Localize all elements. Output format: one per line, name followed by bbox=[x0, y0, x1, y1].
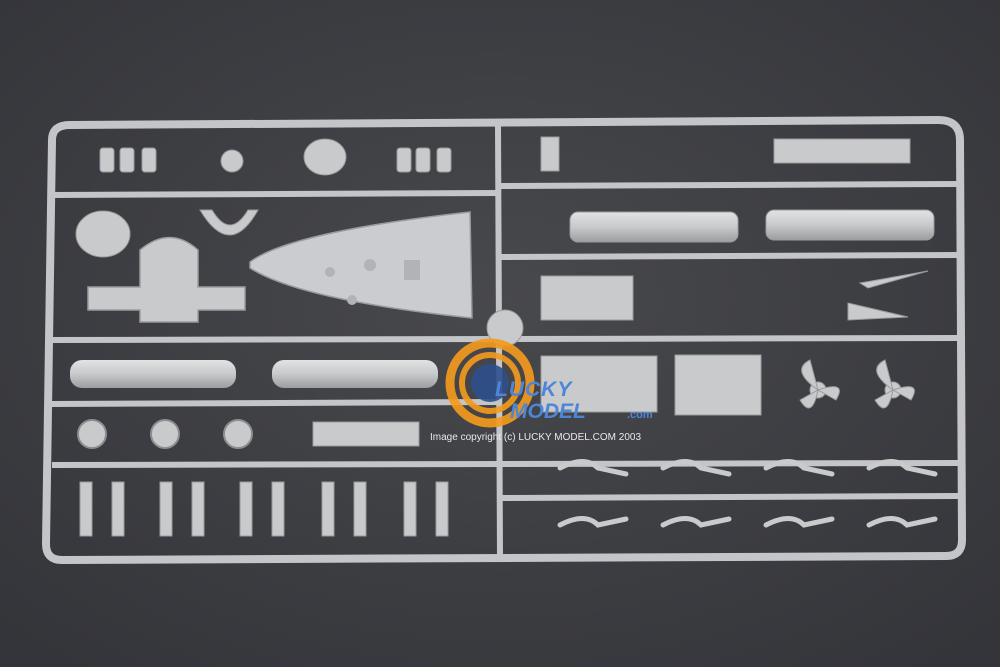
deck-plate-part bbox=[249, 211, 473, 319]
watermark-com-text: .com bbox=[627, 409, 653, 421]
turret-base-part bbox=[87, 236, 246, 323]
watermark-model-text: MODEL bbox=[510, 400, 586, 423]
watermark-lucky-text: LUCKY bbox=[495, 378, 573, 401]
right-parts bbox=[486, 136, 935, 416]
sprue-frame bbox=[41, 115, 967, 565]
cylinder-part bbox=[70, 360, 236, 388]
cylinder-part bbox=[272, 360, 438, 388]
wheel-parts bbox=[77, 419, 253, 449]
leg-parts bbox=[79, 481, 449, 537]
small-parts-top-left bbox=[75, 138, 452, 258]
handle-parts bbox=[557, 459, 938, 528]
bracket-part bbox=[312, 421, 420, 447]
watermark-logo bbox=[445, 338, 535, 428]
propeller-parts bbox=[799, 359, 915, 409]
watermark-copyright: Image copyright (c) LUCKY MODEL.COM 2003 bbox=[430, 432, 642, 443]
